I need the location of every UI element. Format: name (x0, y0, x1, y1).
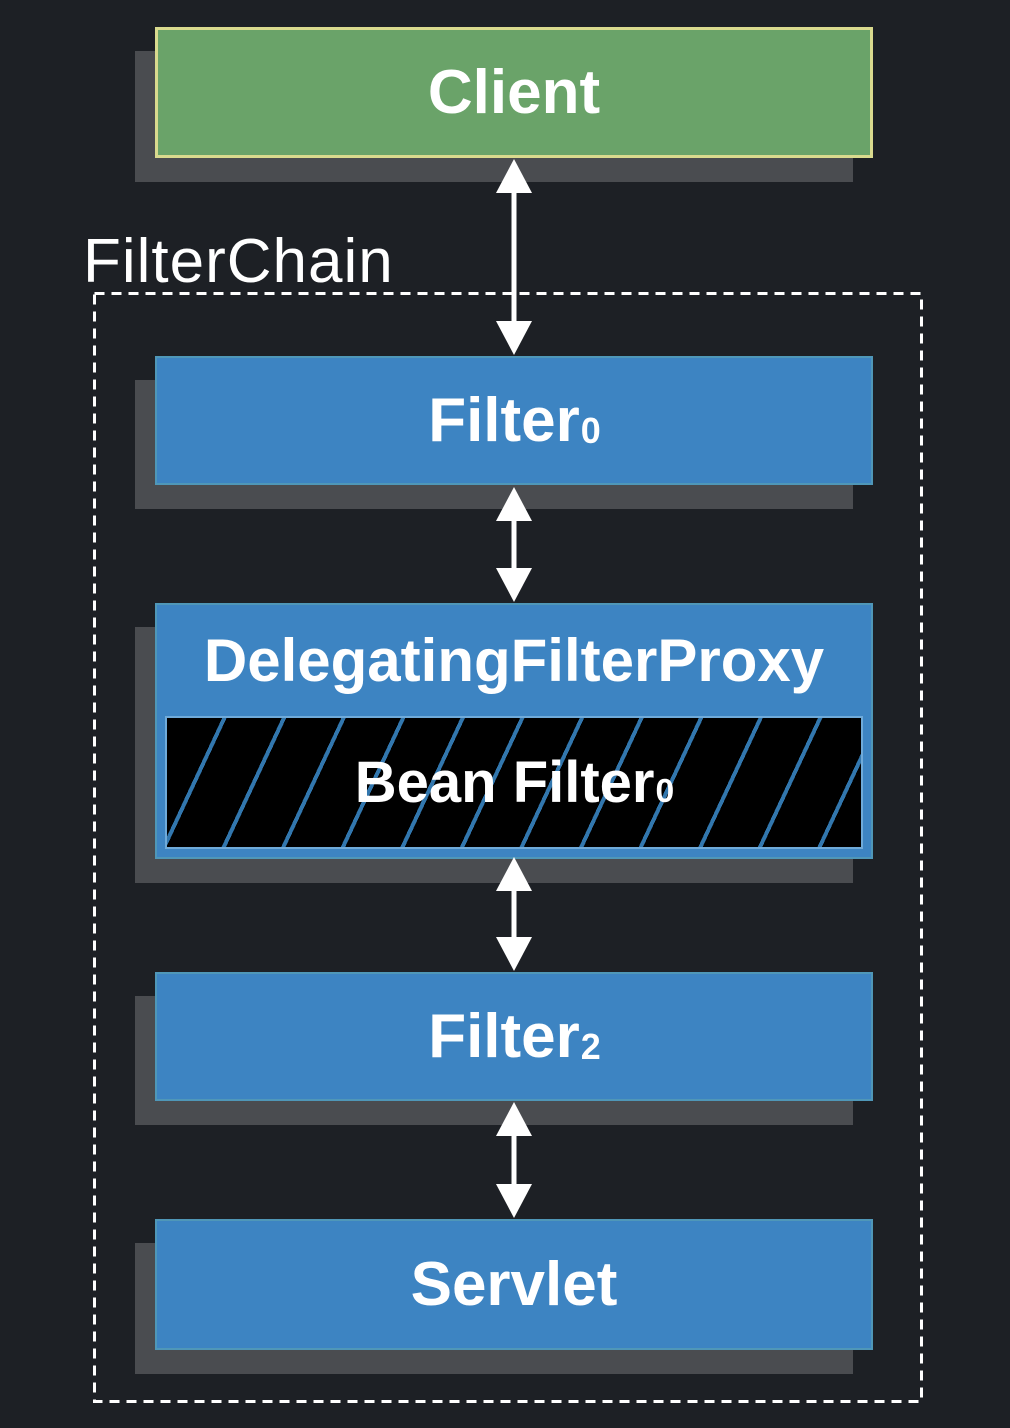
bidirectional-arrow-proxy-filter2 (496, 857, 532, 971)
client-label: Client (427, 58, 601, 127)
delegating-filter-proxy-label: DelegatingFilterProxy (203, 627, 825, 694)
filter2-label: Filter (428, 1002, 580, 1071)
client-node: Client (155, 27, 873, 158)
bidirectional-arrow-client-filter0 (496, 159, 532, 355)
bidirectional-arrow-filter2-servlet (496, 1102, 532, 1218)
servlet-node: Servlet (155, 1219, 873, 1350)
bidirectional-arrow-filter0-proxy (496, 487, 532, 602)
filter0-label: Filter (428, 386, 580, 455)
filter-chain-boundary (93, 292, 923, 1403)
filter-chain-label: FilterChain (83, 227, 394, 296)
bean-filter-label: Bean Filter (354, 750, 655, 815)
servlet-label: Servlet (410, 1250, 618, 1319)
